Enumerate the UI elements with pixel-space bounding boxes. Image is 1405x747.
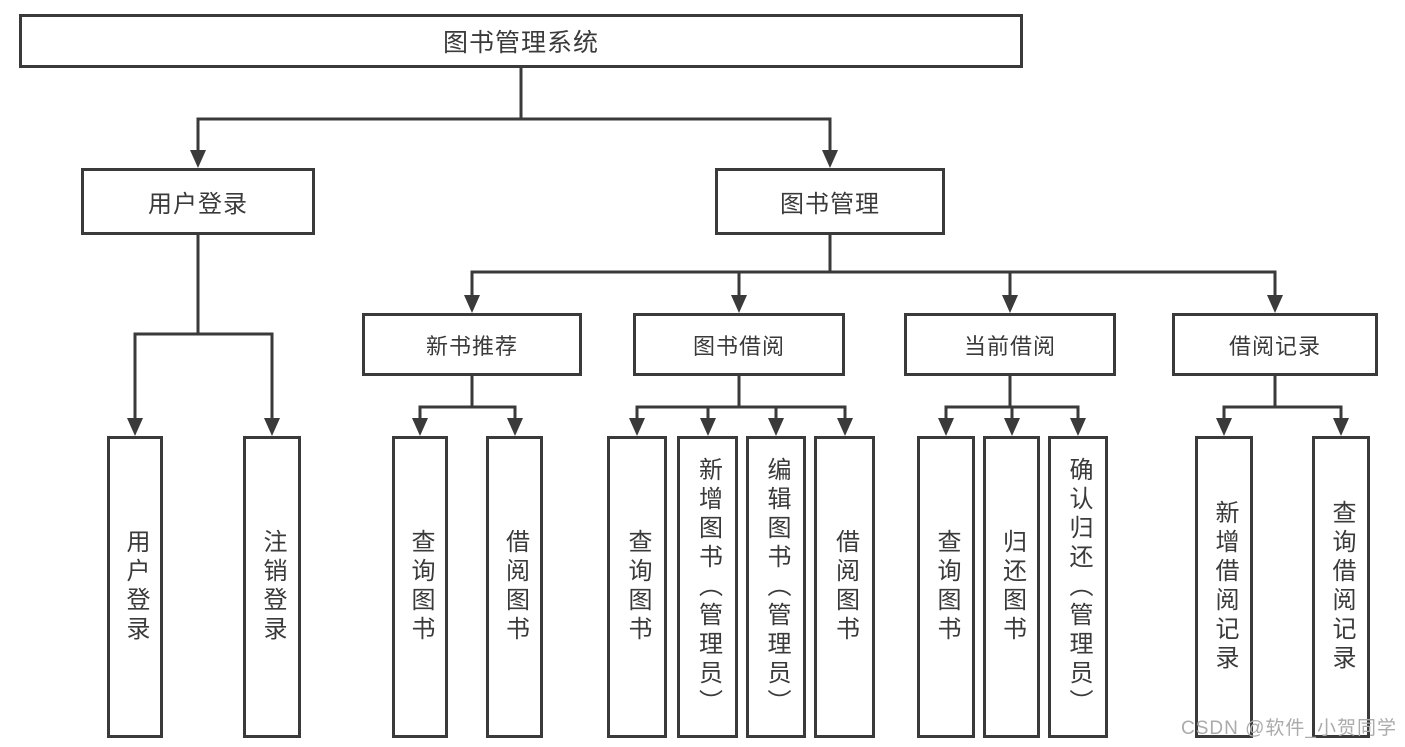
leaf-return-books: 归还图书 <box>983 436 1040 738</box>
node-new-book-recommendation: 新书推荐 <box>362 313 582 376</box>
node-current-borrowing: 当前借阅 <box>904 313 1116 376</box>
leaf-query-books-current: 查询图书 <box>917 436 975 738</box>
leaf-query-books-borrowing: 查询图书 <box>607 436 667 738</box>
leaf-logout: 注销登录 <box>243 436 301 738</box>
node-library-system: 图书管理系统 <box>19 14 1023 68</box>
leaf-user-login: 用户登录 <box>107 436 163 738</box>
node-book-borrowing: 图书借阅 <box>633 313 845 376</box>
leaf-query-borrow-record: 查询借阅记录 <box>1312 436 1370 738</box>
leaf-query-books-recommend: 查询图书 <box>392 436 448 738</box>
leaf-add-borrow-record: 新增借阅记录 <box>1195 436 1253 738</box>
node-user-login: 用户登录 <box>81 168 315 235</box>
node-borrowing-records: 借阅记录 <box>1172 313 1378 376</box>
leaf-edit-book-admin: 编辑图书（管理员） <box>746 436 806 738</box>
leaf-borrow-books-recommend: 借阅图书 <box>486 436 543 738</box>
node-book-management: 图书管理 <box>715 168 945 235</box>
leaf-add-book-admin: 新增图书（管理员） <box>677 436 738 738</box>
leaf-borrow-books-borrowing: 借阅图书 <box>814 436 875 738</box>
leaf-confirm-return-admin: 确认归还（管理员） <box>1048 436 1108 738</box>
csdn-watermark: CSDN @软件_小贺同学 <box>1181 718 1397 739</box>
